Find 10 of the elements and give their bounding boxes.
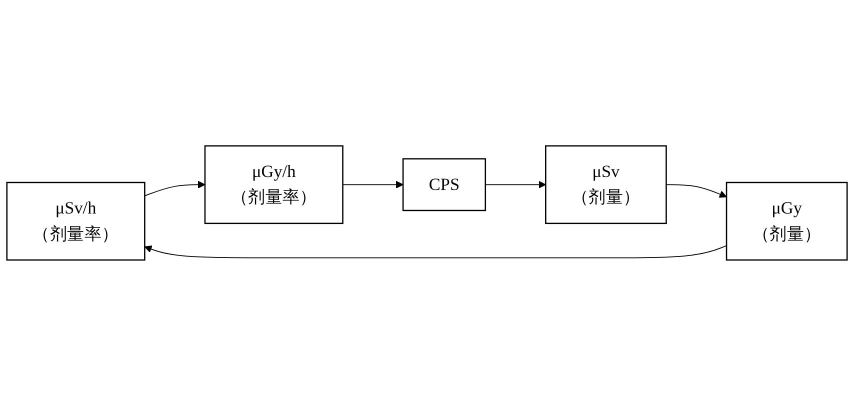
node-box: μSv （剂量）: [545, 144, 667, 224]
node-box: μGy/h （剂量率）: [204, 144, 344, 224]
node-box: μSv/h （剂量率）: [6, 181, 146, 260]
arrow: [144, 244, 727, 258]
arrow: [342, 180, 404, 188]
arrow: [666, 184, 727, 198]
arrow: [484, 180, 546, 188]
node-box: μGy （剂量）: [726, 181, 848, 260]
node-box: CPS: [402, 158, 486, 211]
arrow: [144, 180, 206, 196]
